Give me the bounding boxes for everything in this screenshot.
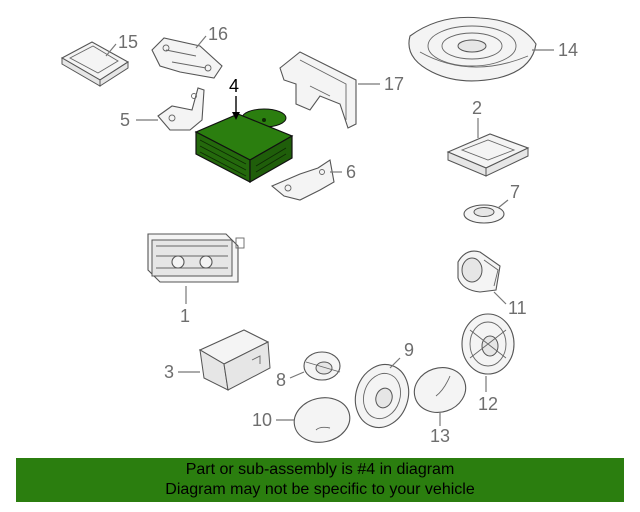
callout-10: 10 <box>252 410 272 430</box>
leader-7 <box>497 199 509 209</box>
footer-line-1: Part or sub-assembly is #4 in diagram <box>185 461 455 478</box>
part-3-module[interactable] <box>198 329 271 391</box>
part-4-amplifier-module[interactable] <box>194 108 294 184</box>
part-14-subwoofer[interactable] <box>408 16 537 82</box>
part-10-grille[interactable] <box>290 393 354 448</box>
callout-6: 6 <box>346 162 356 182</box>
callout-16: 16 <box>208 24 228 44</box>
part-16-bracket[interactable] <box>151 37 223 79</box>
callout-15: 15 <box>118 32 138 52</box>
part-15-panel[interactable] <box>60 41 130 87</box>
part-2-module[interactable] <box>446 133 530 177</box>
callout-1: 1 <box>180 306 190 326</box>
part-9-speaker[interactable] <box>347 358 416 435</box>
callout-5: 5 <box>120 110 130 130</box>
leader-9 <box>389 357 401 369</box>
leader-15 <box>105 43 117 57</box>
part-7-tweeter[interactable] <box>463 204 505 224</box>
callout-14: 14 <box>558 40 578 60</box>
part-11-speaker[interactable] <box>457 250 501 293</box>
part-5-bracket[interactable] <box>157 87 205 131</box>
part-1-control-panel[interactable] <box>147 233 245 283</box>
callout-9: 9 <box>404 340 414 360</box>
part-8-speaker[interactable] <box>303 351 341 381</box>
callout-12: 12 <box>478 394 498 414</box>
part-12-speaker[interactable] <box>461 313 515 375</box>
callout-3: 3 <box>164 362 174 382</box>
part-17-bracket[interactable] <box>279 51 357 129</box>
callout-13: 13 <box>430 426 450 446</box>
callout-4: 4 <box>229 76 239 96</box>
callout-2: 2 <box>472 98 482 118</box>
part-6-bracket[interactable] <box>270 159 335 201</box>
leader-16 <box>195 35 207 49</box>
callout-8: 8 <box>276 370 286 390</box>
leader-8 <box>289 371 305 379</box>
footer-line-2: Diagram may not be specific to your vehi… <box>165 481 475 498</box>
leader-11 <box>493 291 507 305</box>
leader-4-arrowhead <box>232 112 240 120</box>
footer-banner: Part or sub-assembly is #4 in diagram Di… <box>16 458 624 502</box>
callout-11: 11 <box>508 298 527 318</box>
callout-7: 7 <box>510 182 520 202</box>
callout-17: 17 <box>384 74 404 94</box>
parts-diagram: 15 16 17 14 5 4 <box>60 16 578 448</box>
part-13-grille[interactable] <box>408 361 471 419</box>
